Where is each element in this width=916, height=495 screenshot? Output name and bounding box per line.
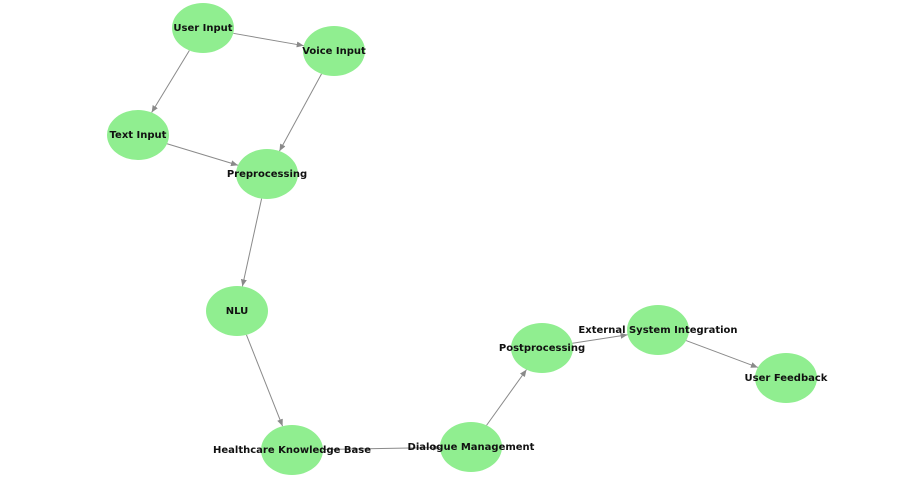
node-label: Healthcare Knowledge Base bbox=[213, 445, 371, 456]
node-nlu: NLU bbox=[206, 286, 268, 336]
edge-nlu-to-healthcare_kb bbox=[245, 334, 284, 427]
edge-dialogue_mgmt-to-postprocessing bbox=[486, 369, 527, 426]
node-circle bbox=[440, 422, 502, 472]
node-circle bbox=[627, 305, 689, 355]
node-circle bbox=[107, 110, 169, 160]
edge-user_input-to-text_input bbox=[151, 50, 190, 113]
edge-user_input-to-voice_input bbox=[233, 32, 304, 48]
node-circle bbox=[303, 26, 365, 76]
node-circle bbox=[172, 3, 234, 53]
node-dialogue-mgmt: Dialogue Management bbox=[408, 422, 535, 472]
node-preprocessing: Preprocessing bbox=[227, 149, 307, 199]
node-label: Voice Input bbox=[302, 46, 366, 57]
edge-text_input-to-preprocessing bbox=[166, 143, 239, 167]
node-text-input: Text Input bbox=[107, 110, 169, 160]
edge-postprocessing-to-external_integration bbox=[572, 332, 628, 344]
node-voice-input: Voice Input bbox=[302, 26, 366, 76]
node-label: Dialogue Management bbox=[408, 442, 535, 453]
node-label: Text Input bbox=[110, 130, 167, 141]
edge-voice_input-to-preprocessing bbox=[279, 73, 322, 152]
node-postprocessing: Postprocessing bbox=[499, 323, 585, 373]
node-label: External System Integration bbox=[578, 325, 737, 336]
node-label: User Feedback bbox=[745, 373, 828, 384]
node-label: Preprocessing bbox=[227, 169, 307, 180]
node-circle bbox=[261, 425, 323, 475]
node-user-input: User Input bbox=[172, 3, 234, 53]
node-healthcare-kb: Healthcare Knowledge Base bbox=[213, 425, 371, 475]
node-label: Postprocessing bbox=[499, 343, 585, 354]
node-circle bbox=[206, 286, 268, 336]
node-circle bbox=[511, 323, 573, 373]
node-user-feedback: User Feedback bbox=[745, 353, 828, 403]
node-label: NLU bbox=[226, 306, 249, 317]
edge-external_integration-to-user_feedback bbox=[685, 340, 759, 368]
edge-healthcare_kb-to-dialogue_mgmt bbox=[322, 444, 441, 451]
edges-layer bbox=[151, 32, 759, 451]
node-external-integration: External System Integration bbox=[578, 305, 738, 355]
node-label: User Input bbox=[173, 23, 232, 34]
edge-preprocessing-to-nlu bbox=[240, 198, 263, 287]
node-circle bbox=[236, 149, 298, 199]
node-circle bbox=[755, 353, 817, 403]
